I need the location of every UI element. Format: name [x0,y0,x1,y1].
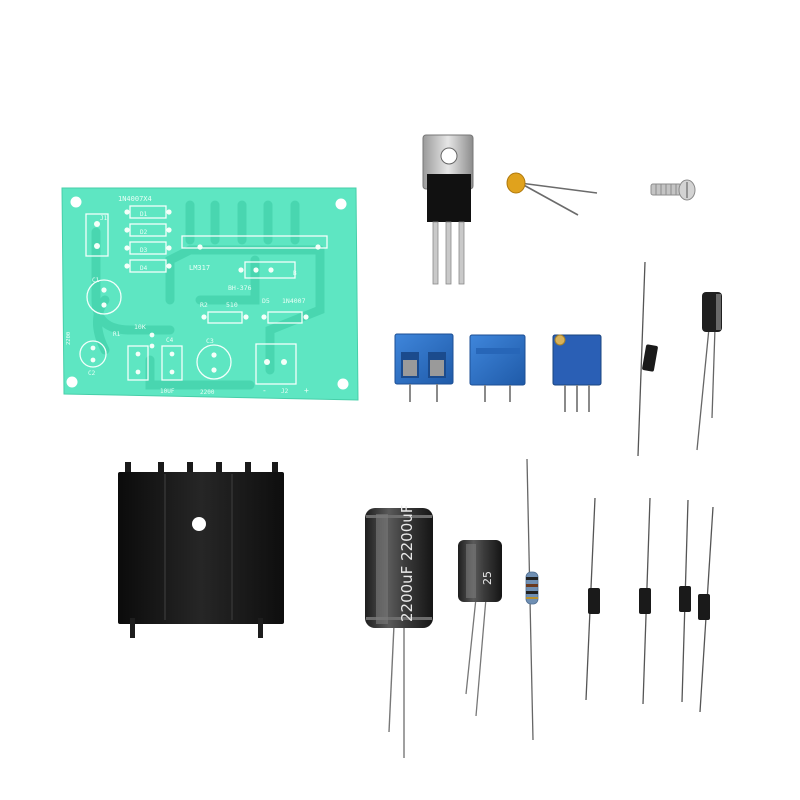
diode [639,497,651,705]
electrolytic-capacitor-small [696,292,722,451]
diode [698,506,714,713]
pcb-label-c2: C2 [88,370,96,377]
pcb-label-d5: D5 [262,297,270,305]
pcb-label-r2: R2 [200,301,208,309]
diode [585,497,600,701]
pcb-label-d1-4: 1N4007X4 [118,195,152,203]
pcb-label-plus: + [304,386,309,395]
mounting-hole [337,378,349,390]
pcb-label-r1: R1 [113,331,121,338]
mounting-hole [335,198,347,210]
silkscreen-text: 1N4007X4 J1 D1 D2 D3 D4 LM317 BH-376 B R… [66,195,309,396]
diode [679,499,691,703]
pcb-label-c4-value: 10UF [160,388,175,395]
resistor [525,458,539,741]
pcb-label-minus: - [262,386,267,395]
pcb-label-1n4007: 1N4007 [282,297,306,305]
pcb-label-c4: C4 [166,337,174,344]
mounting-screw [650,179,696,201]
pcb-label-c3-value: 2200 [200,389,215,396]
pcb-label-b: B [293,270,297,277]
mounting-hole [70,196,82,208]
screw-terminal-block [469,334,526,402]
heatsink [118,462,284,638]
capacitor-2200uf-label: 2200uF 2200uF [398,505,416,622]
diode [637,261,658,457]
ceramic-capacitor [506,172,598,216]
capacitor-medium-label: 25 [481,571,494,585]
pcb-label-10k: 10K [134,323,146,331]
mounting-hole [66,376,78,388]
trimmer-potentiometer [552,334,602,412]
adjust-screw-icon [554,334,566,346]
pcb-label-d4: D4 [140,265,148,272]
pcb-label-c3: C3 [206,337,214,345]
electrolytic-capacitor-2200uf: 2200uF 2200uF [365,505,433,758]
solder-pads [90,209,321,375]
pcb-label-510: 510 [226,301,238,309]
pcb-label-lm317: LM317 [189,264,210,272]
pcb-label-d3: D3 [140,247,148,254]
pcb-label-c2-value: 2200 [66,332,72,345]
pcb-label-d2: D2 [140,229,148,236]
pcb-label-p1: J1 [100,215,108,222]
voltage-regulator-to220 [422,134,474,285]
pcb-label-p2: J2 [281,388,289,395]
silkscreen-outlines [79,205,328,385]
pcb-label-pot: BH-376 [228,284,252,292]
pcb-label-c1: C1 [92,277,100,284]
pcb-board: 1N4007X4 J1 D1 D2 D3 D4 LM317 BH-376 B R… [61,187,359,401]
pcb-label-d1: D1 [140,211,148,218]
screw-terminal-block-open [394,333,454,402]
electrolytic-capacitor-medium: 25 [458,540,502,717]
